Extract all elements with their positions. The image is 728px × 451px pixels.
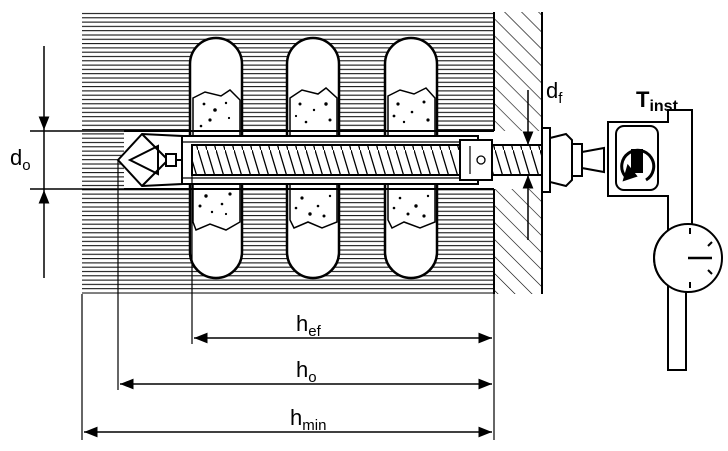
hef-label: hef <box>296 311 321 340</box>
torque-wrench-icon <box>607 109 693 371</box>
tinst-label: Tinst <box>636 89 678 115</box>
tinst-label-sub: inst <box>649 98 678 115</box>
hmin-label: hmin <box>290 405 327 434</box>
threaded-rod <box>191 139 555 181</box>
hef-label-main: h <box>296 311 309 336</box>
h0-label-main: h <box>296 357 309 382</box>
df-label-main: d <box>546 78 559 103</box>
h0-label: ho <box>296 357 317 386</box>
hef-label-sub: ef <box>308 323 321 340</box>
hmin-label-main: h <box>290 405 303 430</box>
d0-label: do <box>10 145 31 174</box>
anchor-cone-tip <box>116 132 183 188</box>
h0-label-sub: o <box>308 369 317 386</box>
drill-hole <box>124 130 494 190</box>
washer-and-nut <box>541 127 605 193</box>
d0-dimension <box>30 46 124 278</box>
hmin-label-sub: min <box>302 417 327 434</box>
gauge-dial-icon <box>653 223 723 293</box>
d0-label-sub: o <box>22 157 31 174</box>
df-label: df <box>546 78 563 107</box>
dimension-extension-lines <box>81 160 495 440</box>
mortar-speckles <box>198 100 430 218</box>
df-label-sub: f <box>558 90 563 107</box>
d0-label-main: d <box>10 145 23 170</box>
tinst-label-main: T <box>636 87 650 112</box>
